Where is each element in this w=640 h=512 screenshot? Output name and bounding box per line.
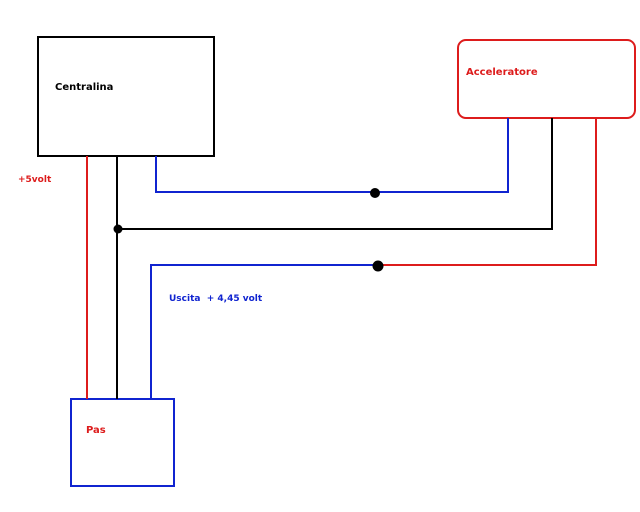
junction-dot-output [372,260,384,272]
junction-dot-ground [113,224,123,234]
junction-dot-signal [370,188,380,198]
output-voltage-label: Uscita + 4,45 volt [169,294,263,304]
acceleratore-box [457,39,636,119]
centralina-acceleratore-signal-wire [155,118,509,193]
ground-wire-to-acceleratore [117,118,553,230]
pas-output-wire [150,264,378,399]
pas-box [70,398,175,487]
supply-voltage-label: +5volt [18,175,52,185]
centralina-label: Centralina [55,82,113,93]
pas-label: Pas [86,425,106,436]
centralina-box [37,36,215,157]
supply-wire-from-acceleratore [378,118,597,266]
acceleratore-label: Acceleratore [466,67,538,78]
